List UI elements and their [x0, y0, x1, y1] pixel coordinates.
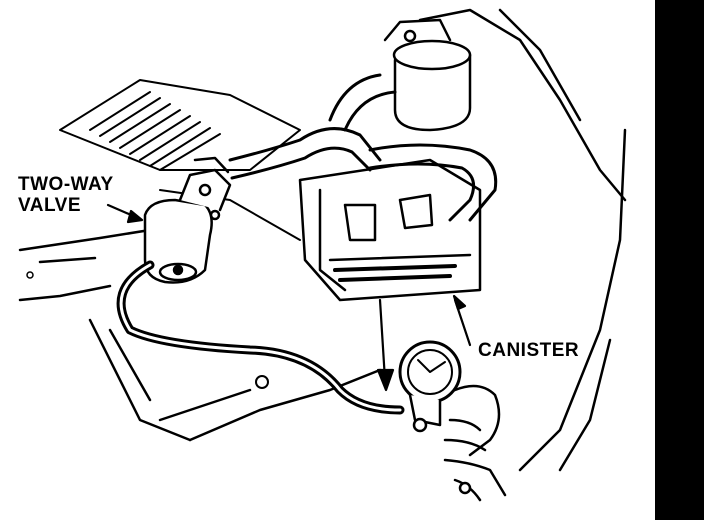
side-black-bar — [655, 0, 704, 520]
vehicle-frame — [18, 8, 627, 472]
two-way-valve-label-line2: VALVE — [18, 195, 82, 216]
canister-housing — [298, 158, 482, 302]
leader-arrows — [106, 203, 472, 392]
two-way-valve-label-line1: TWO-WAY — [18, 174, 114, 195]
canister-label: CANISTER — [478, 340, 580, 361]
test-hose — [116, 260, 405, 415]
vacuum-gauge — [398, 340, 462, 433]
hand — [443, 384, 507, 502]
two-way-valve — [143, 156, 232, 284]
vapor-hoses — [228, 73, 498, 222]
canister-cylinder — [383, 18, 472, 132]
